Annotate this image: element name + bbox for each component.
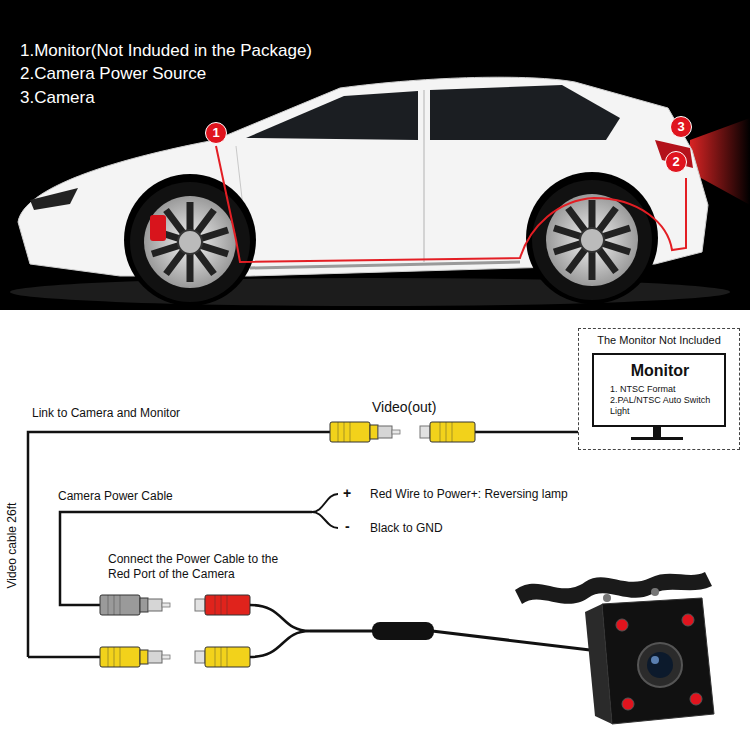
monitor-screen: Monitor 1. NTSC Format2.PAL/NTSC Auto Swi… bbox=[592, 353, 726, 427]
cable-label: Link to Camera and Monitor bbox=[32, 406, 180, 421]
connector-label: Video(out) bbox=[372, 399, 436, 417]
cable-label: Camera Power Cable bbox=[58, 489, 173, 504]
callout-number: 3 bbox=[670, 116, 692, 138]
cable-length: Video cable 26ft bbox=[6, 502, 19, 588]
box-title: Monitor bbox=[604, 361, 716, 380]
polarity-sign: + bbox=[343, 485, 351, 503]
monitor-outline: The Monitor Not IncludedMonitor 1. NTSC F… bbox=[578, 328, 740, 450]
wire-label: Black to GND bbox=[370, 521, 443, 536]
spec-line: 1. NTSC Format bbox=[604, 384, 716, 395]
list-item: 3.Camera bbox=[20, 87, 95, 108]
list-item: 1.Monitor(Not Induded in the Package) bbox=[20, 40, 312, 61]
spec-line: 2.PAL/NTSC Auto Switch Light bbox=[604, 395, 716, 417]
monitor-base bbox=[631, 437, 683, 440]
wire-label: Red Wire to Power+: Reversing lamp bbox=[370, 487, 568, 502]
callout-number: 2 bbox=[665, 151, 687, 173]
instruction-note: Connect the Power Cable to the Red Port … bbox=[108, 552, 288, 582]
list-item: 2.Camera Power Source bbox=[20, 63, 206, 84]
box-heading: The Monitor Not Included bbox=[583, 334, 735, 347]
callout-number: 1 bbox=[205, 122, 227, 144]
monitor-stand bbox=[653, 427, 661, 437]
polarity-sign: - bbox=[345, 518, 350, 536]
